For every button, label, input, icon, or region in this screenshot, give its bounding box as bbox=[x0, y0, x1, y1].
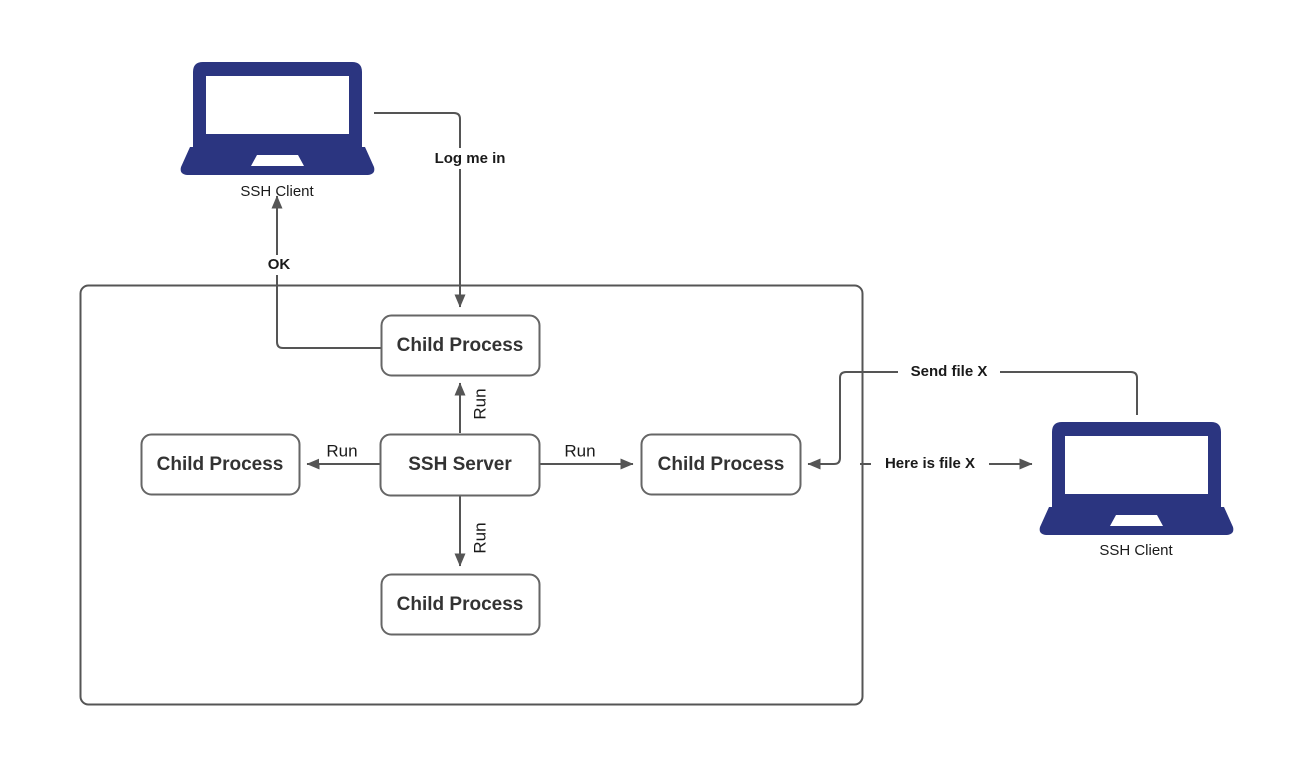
node-child-top[interactable]: Child Process bbox=[380, 314, 541, 377]
laptop-base-top bbox=[180, 147, 375, 175]
edge-ok-line bbox=[271, 195, 381, 349]
edge-log-me-in-line bbox=[374, 112, 466, 308]
node-child-right[interactable]: Child Process bbox=[640, 433, 802, 496]
node-ssh-server-box[interactable] bbox=[379, 433, 541, 497]
node-ssh-server[interactable]: SSH Server bbox=[379, 433, 541, 497]
laptop-screen-top bbox=[193, 62, 362, 148]
laptop-label-ssh-client-right: SSH Client bbox=[1099, 542, 1173, 559]
edge-label-bg-ok bbox=[263, 255, 296, 275]
node-child-left-label: Child Process bbox=[157, 454, 284, 475]
node-ssh-server-label: SSH Server bbox=[408, 454, 512, 475]
laptop-icon-ssh-client-top[interactable] bbox=[180, 62, 375, 175]
node-child-top-box[interactable] bbox=[380, 314, 541, 377]
edge-send-file-x-line bbox=[807, 371, 1138, 470]
edge-label-bg-run-down bbox=[473, 516, 492, 560]
node-child-bottom-box[interactable] bbox=[380, 573, 541, 636]
node-child-bottom-label: Child Process bbox=[397, 594, 524, 615]
edge-label-here-is-file-x: Here is file X bbox=[885, 455, 975, 472]
node-child-bottom[interactable]: Child Process bbox=[380, 573, 541, 636]
node-child-left-box[interactable] bbox=[140, 433, 301, 496]
ssh-server-host-boundary bbox=[79, 284, 864, 706]
node-child-right-label: Child Process bbox=[658, 454, 785, 475]
edge-label-bg-run-right bbox=[557, 441, 603, 463]
node-child-right-box[interactable] bbox=[640, 433, 802, 496]
node-child-left[interactable]: Child Process bbox=[140, 433, 301, 496]
node-child-top-label: Child Process bbox=[397, 335, 524, 356]
laptop-screen-right bbox=[1052, 422, 1221, 508]
edge-label-bg-log-me-in bbox=[414, 148, 526, 169]
edge-label-run-right: Run bbox=[564, 441, 595, 460]
edge-label-run-up: Run bbox=[470, 388, 489, 419]
edge-label-bg-run-left bbox=[319, 441, 365, 463]
edge-label-run-left: Run bbox=[326, 441, 357, 460]
edge-label-bg-send-file-x bbox=[898, 362, 1000, 382]
laptop-label-ssh-client-top: SSH Client bbox=[240, 183, 314, 200]
laptop-icon-ssh-client-right[interactable] bbox=[1039, 422, 1234, 535]
edge-label-send-file-x: Send file X bbox=[911, 363, 988, 380]
edge-label-bg-here-is-file-x bbox=[871, 454, 989, 474]
edge-label-ok: OK bbox=[268, 256, 291, 273]
edge-label-run-down: Run bbox=[470, 522, 489, 553]
edge-label-bg-run-up bbox=[473, 382, 492, 426]
laptop-base-right bbox=[1039, 507, 1234, 535]
edge-label-log-me-in: Log me in bbox=[435, 150, 506, 167]
